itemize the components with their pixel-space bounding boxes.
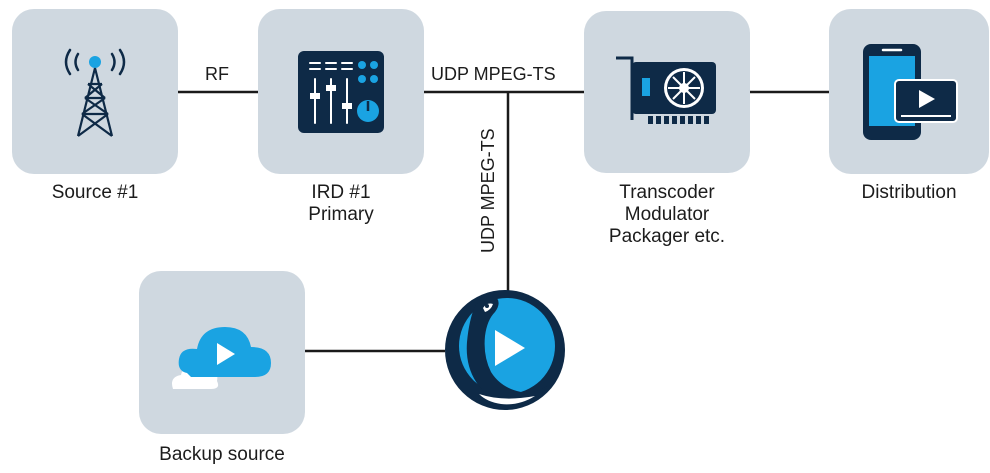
- distribution-node[interactable]: [829, 9, 989, 174]
- ird-label-line2: Primary: [308, 204, 374, 225]
- cloud-play-icon: [172, 326, 271, 389]
- backup-label: Backup source: [159, 444, 285, 465]
- distribution-label: Distribution: [861, 182, 957, 203]
- source-node[interactable]: [12, 9, 178, 174]
- transcoder-label-line2: Modulator: [624, 204, 710, 225]
- transcoder-label-line1: Transcoder: [619, 182, 715, 203]
- transcoder-node[interactable]: [584, 11, 750, 173]
- backup-node[interactable]: [139, 271, 305, 434]
- ird-label-line1: IRD #1: [311, 182, 371, 203]
- transcoder-label-line3: Packager etc.: [608, 226, 726, 247]
- otter-play-logo-icon: [445, 290, 565, 410]
- hub-node[interactable]: [443, 286, 565, 412]
- source-label: Source #1: [51, 182, 139, 203]
- receiver-mixer-icon: [298, 50, 384, 133]
- rf-link-label: RF: [205, 64, 229, 84]
- ird-label: IRD #1 Primary: [258, 182, 424, 226]
- udp-top-link-label: UDP MPEG-TS: [431, 64, 556, 84]
- udp-vertical-link-label: UDP MPEG-TS: [478, 128, 498, 253]
- phone-video-icon: [863, 43, 958, 140]
- ird-node[interactable]: [258, 9, 424, 174]
- radio-tower-icon: [64, 48, 126, 137]
- transcoder-label: Transcoder Modulator Packager etc.: [584, 182, 750, 248]
- pci-card-fan-icon: [616, 56, 716, 124]
